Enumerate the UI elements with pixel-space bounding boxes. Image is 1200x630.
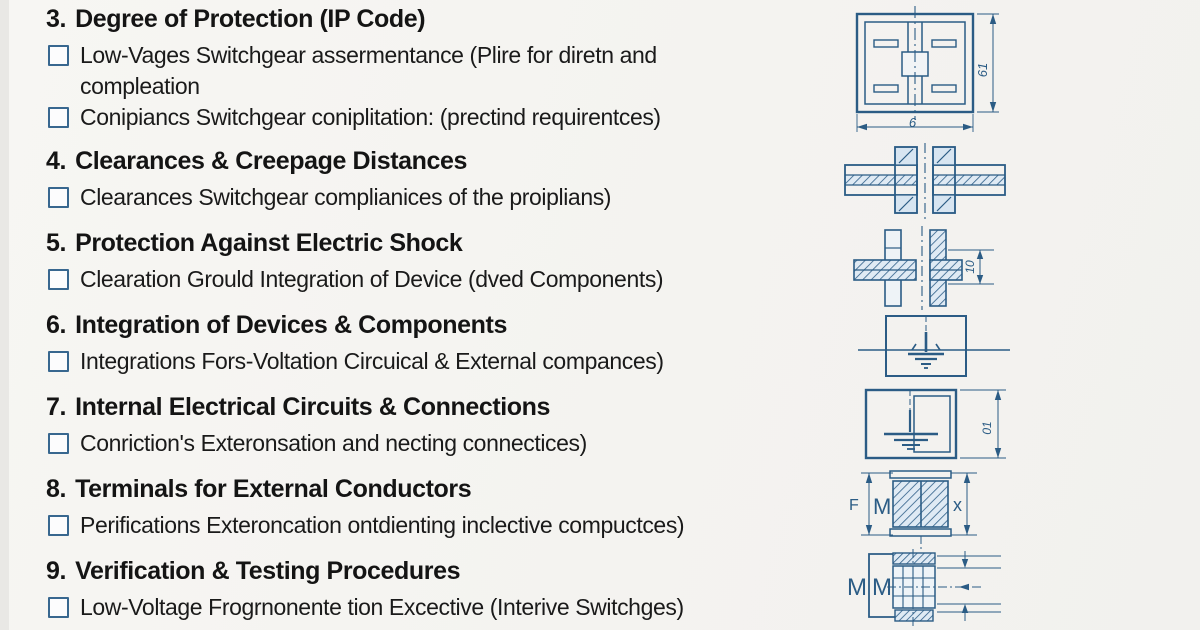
section-terminals-conductors: 8. Terminals for External Conductors Peri… xyxy=(46,475,791,541)
checklist-item: Low-Vages Switchgear assermentance (Plir… xyxy=(46,40,791,102)
section-title: Protection Against Electric Shock xyxy=(75,229,463,257)
section-integration-devices: 6. Integration of Devices & Components In… xyxy=(46,311,791,377)
checkbox[interactable] xyxy=(48,107,69,128)
diagram-earth-symbol-box xyxy=(858,310,1013,389)
checklist-item-label: Conriction's Exteronsation and necting c… xyxy=(80,430,587,456)
dimension-label: 9 xyxy=(909,115,916,130)
section-number: 9. xyxy=(46,557,67,585)
checkbox[interactable] xyxy=(48,269,69,290)
checklist-item: Clearances Switchgear complianices of th… xyxy=(46,182,791,213)
diagram-earth-symbol-panel: 01 xyxy=(856,386,1021,471)
dimension-label: 01 xyxy=(980,421,994,434)
checklist-item: Conipiancs Switchgear coniplitation: (pr… xyxy=(46,102,791,133)
checklist-item-label: Clearation Grould Integration of Device … xyxy=(80,266,664,292)
dimension-label: M xyxy=(873,494,891,519)
section-number: 3. xyxy=(46,5,67,33)
diagram-busbar-overlap-section xyxy=(843,143,1008,226)
checklist-item-label: Conipiancs Switchgear coniplitation: (pr… xyxy=(80,104,661,130)
section-number: 7. xyxy=(46,393,67,421)
section-title: Integration of Devices & Components xyxy=(75,311,507,339)
section-number: 6. xyxy=(46,311,67,339)
section-title: Verification & Testing Procedures xyxy=(75,557,461,585)
section-heading: 4. Clearances & Creepage Distances xyxy=(46,147,791,175)
checklist-item-label: Clearances Switchgear complianices of th… xyxy=(80,184,612,210)
dimension-label: x xyxy=(953,495,962,515)
section-heading: 3. Degree of Protection (IP Code) xyxy=(46,5,791,33)
page-edge-strip xyxy=(0,0,9,630)
checklist-item: Clearation Grould Integration of Device … xyxy=(46,264,791,295)
checkbox[interactable] xyxy=(48,515,69,536)
checklist-item-label: Perifications Exteroncation ontdienting … xyxy=(80,512,685,538)
section-heading: 5. Protection Against Electric Shock xyxy=(46,229,791,257)
dimension-label: M xyxy=(847,574,867,601)
section-heading: 9. Verification & Testing Procedures xyxy=(46,557,791,585)
diagram-busbar-cross-joint: 10 xyxy=(848,226,1008,315)
section-verification-testing: 9. Verification & Testing Procedures Low-… xyxy=(46,557,791,623)
checkbox[interactable] xyxy=(48,433,69,454)
section-title: Clearances & Creepage Distances xyxy=(75,147,468,175)
section-heading: 6. Integration of Devices & Components xyxy=(46,311,791,339)
checklist-item-label: Low-Vages Switchgear assermentance (Plir… xyxy=(80,42,657,99)
section-number: 4. xyxy=(46,147,67,175)
section-heading: 7. Internal Electrical Circuits & Connect… xyxy=(46,393,791,421)
checklist-item: Low-Voltage Frogrnonente tion Excective … xyxy=(46,592,791,623)
section-number: 5. xyxy=(46,229,67,257)
section-degree-of-protection: 3. Degree of Protection (IP Code) Low-Vag… xyxy=(46,5,791,133)
section-title: Degree of Protection (IP Code) xyxy=(75,5,426,33)
checkbox[interactable] xyxy=(48,45,69,66)
diagram-terminal-block-section: F M x xyxy=(843,463,1023,556)
checklist-item-label: Integrations Fors-Voltation Circuical & … xyxy=(80,348,664,374)
checklist-item: Perifications Exteroncation ontdienting … xyxy=(46,510,791,541)
dimension-label: F xyxy=(849,497,859,514)
dimension-label: M xyxy=(872,574,892,601)
checklist-item: Integrations Fors-Voltation Circuical & … xyxy=(46,346,791,377)
checkbox[interactable] xyxy=(48,187,69,208)
diagram-enclosure-front-view: 61 9 xyxy=(843,6,1018,141)
checklist-item-label: Low-Voltage Frogrnonente tion Excective … xyxy=(80,594,684,620)
dimension-label: 61 xyxy=(975,63,990,77)
section-title: Terminals for External Conductors xyxy=(75,475,472,503)
checkbox[interactable] xyxy=(48,597,69,618)
section-clearances-creepage: 4. Clearances & Creepage Distances Cleara… xyxy=(46,147,791,213)
section-heading: 8. Terminals for External Conductors xyxy=(46,475,791,503)
section-number: 8. xyxy=(46,475,67,503)
dimension-label: 10 xyxy=(963,260,977,274)
section-title: Internal Electrical Circuits & Connectio… xyxy=(75,393,551,421)
diagram-threaded-terminal-detail: M M xyxy=(843,549,1023,630)
checkbox[interactable] xyxy=(48,351,69,372)
checklist-item: Conriction's Exteronsation and necting c… xyxy=(46,428,791,459)
section-internal-circuits: 7. Internal Electrical Circuits & Connect… xyxy=(46,393,791,459)
section-electric-shock: 5. Protection Against Electric Shock Clea… xyxy=(46,229,791,295)
